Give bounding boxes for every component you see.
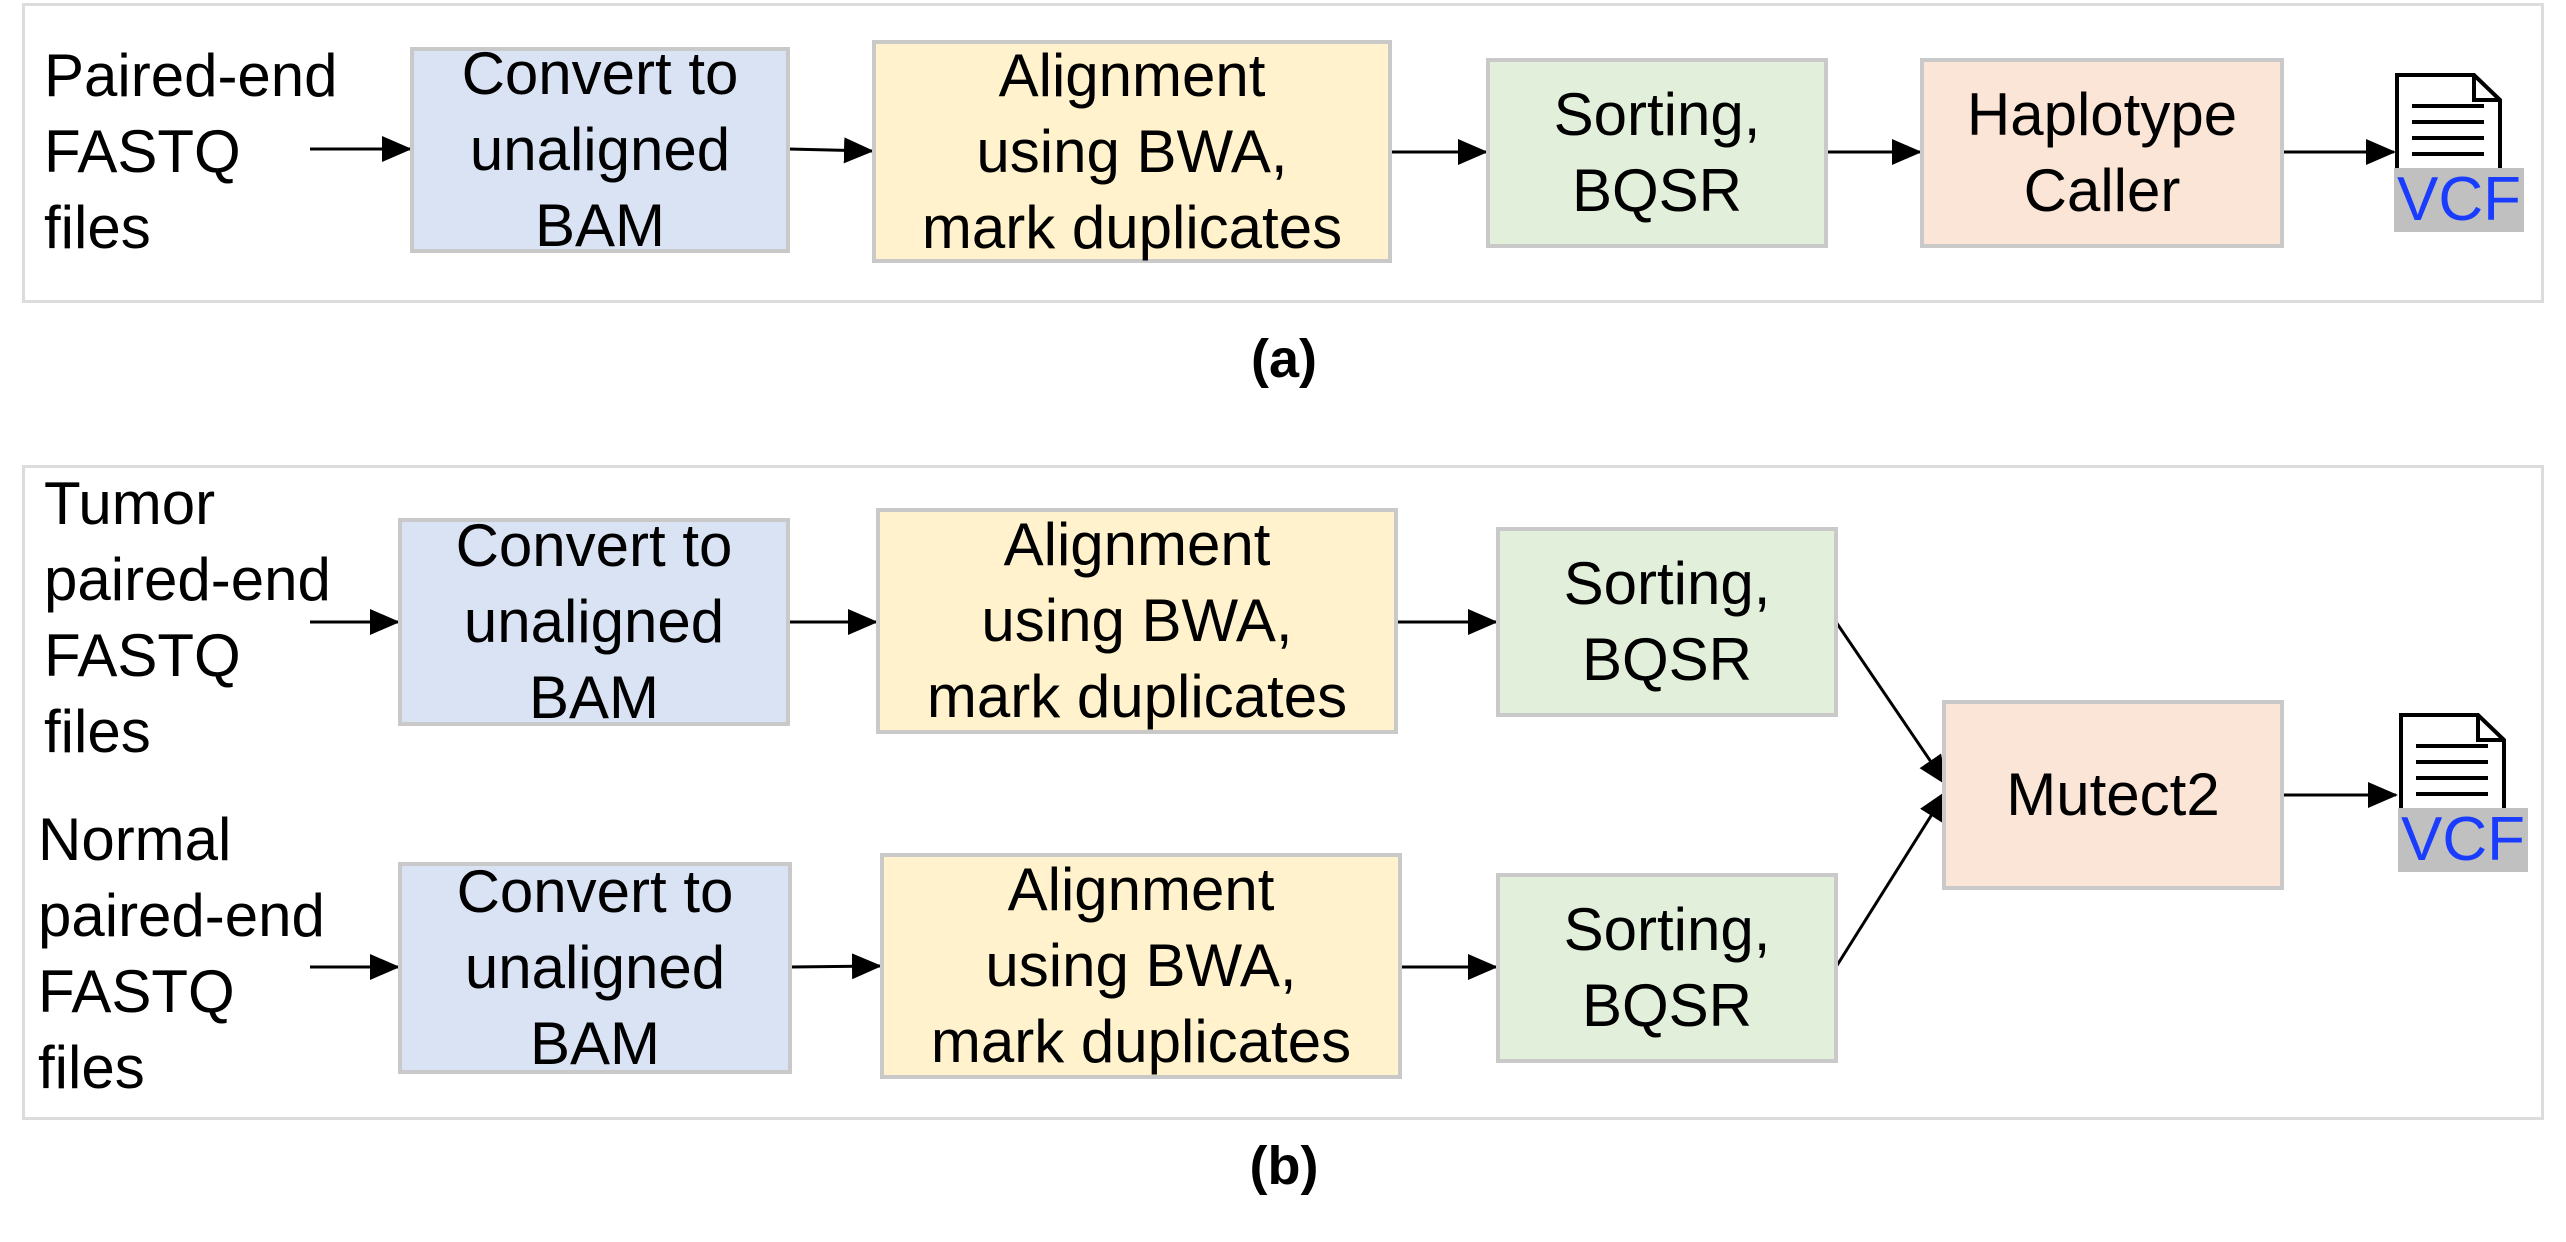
caption-a: (a) xyxy=(1251,329,1317,389)
document-icon xyxy=(2395,73,2502,172)
vcf-label-b: VCF xyxy=(2398,808,2528,872)
step-convert-normal: Convert to unaligned BAM xyxy=(398,858,792,1077)
input-label-a: Paired-end FASTQ files xyxy=(44,42,338,261)
arrow-b-normal-1 xyxy=(789,953,882,980)
arrow-a-1 xyxy=(787,137,874,164)
tumor-input-label: Tumor paired-end FASTQ files xyxy=(44,470,331,765)
step-mutect2: Mutect2 xyxy=(1942,700,2284,890)
caption-b: (b) xyxy=(1249,1136,1319,1196)
step-align-tumor: Alignment using BWA, mark duplicates xyxy=(876,508,1398,734)
step-align-a: Alignment using BWA, mark duplicates xyxy=(872,40,1392,263)
vcf-output-a: VCF xyxy=(2394,72,2524,232)
arrow-b-tumor-3 xyxy=(1834,621,1948,786)
arrow-b-normal-3 xyxy=(1834,790,1948,968)
step-sort-a: Sorting, BQSR xyxy=(1486,58,1828,248)
step-align-normal: Alignment using BWA, mark duplicates xyxy=(880,853,1402,1079)
vcf-output-b: VCF xyxy=(2398,712,2528,872)
normal-input-label: Normal paired-end FASTQ files xyxy=(38,806,325,1101)
step-convert-tumor: Convert to unaligned BAM xyxy=(398,512,790,731)
step-caller-a: Haplotype Caller xyxy=(1920,58,2284,248)
step-sort-tumor: Sorting, BQSR xyxy=(1496,527,1838,717)
vcf-label-a: VCF xyxy=(2394,168,2524,232)
document-icon xyxy=(2399,713,2506,812)
step-sort-normal: Sorting, BQSR xyxy=(1496,873,1838,1063)
step-convert-a: Convert to unaligned BAM xyxy=(410,40,790,259)
